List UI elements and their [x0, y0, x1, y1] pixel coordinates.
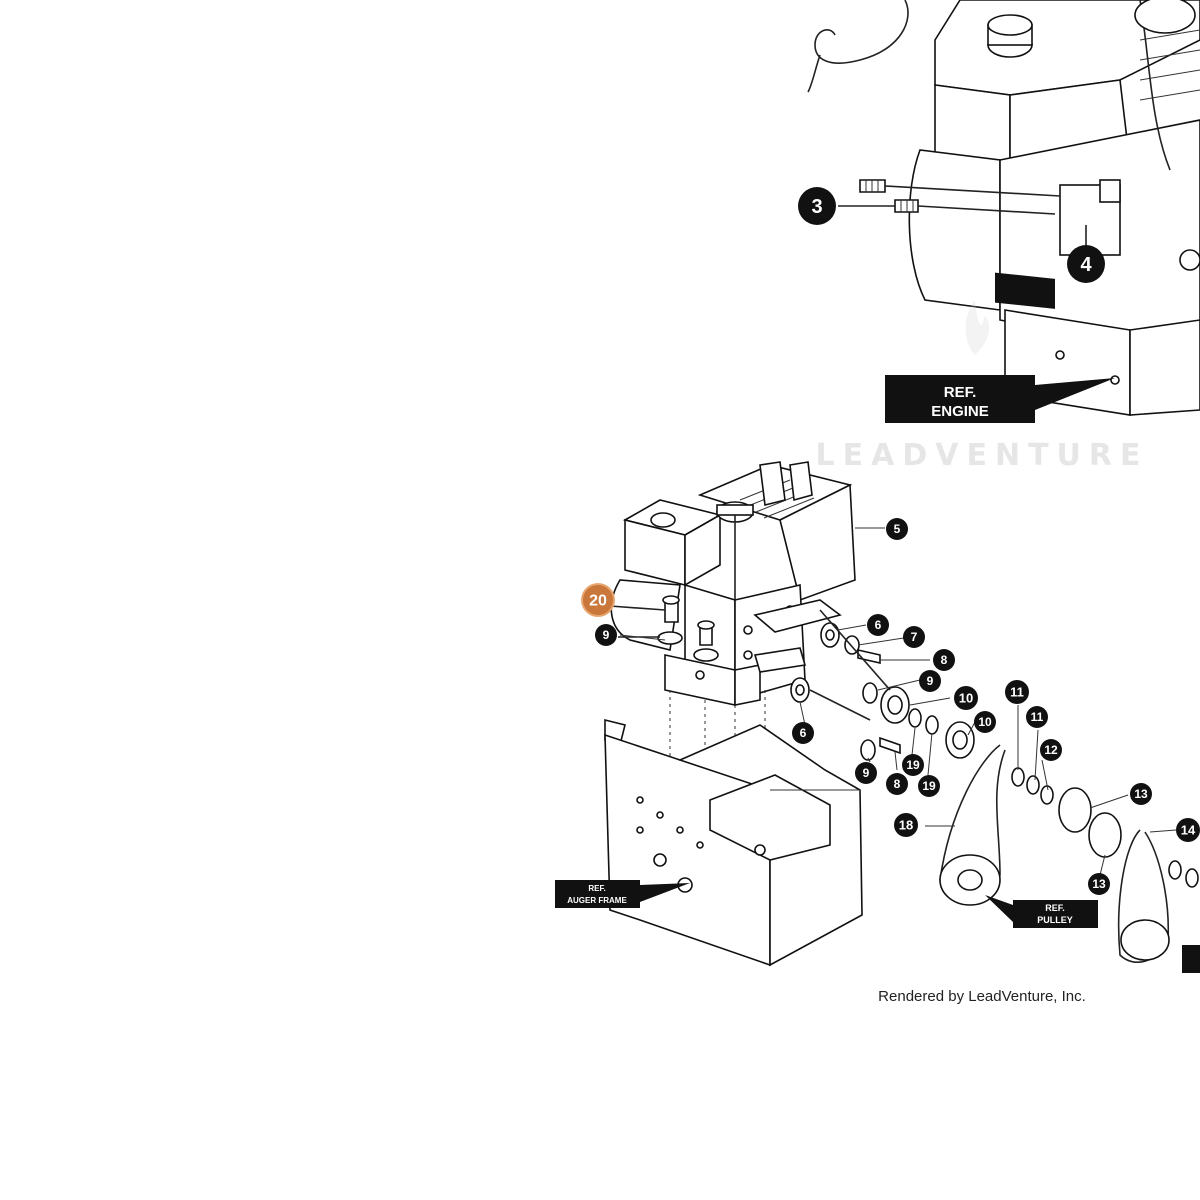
callout-bubble — [886, 518, 908, 540]
ref-engine-line1: REF. — [944, 384, 977, 401]
callout-10[interactable]: 10 — [974, 711, 996, 733]
callout-11[interactable]: 11 — [1026, 706, 1048, 728]
callout-12[interactable]: 12 — [1040, 739, 1062, 761]
rendered-credit-text: Rendered by LeadVenture, Inc. — [878, 988, 1086, 1005]
callout-label: 18 — [899, 818, 913, 833]
callout-bubble — [918, 775, 940, 797]
callout-label: 10 — [978, 715, 992, 729]
callout-9[interactable]: 9 — [855, 762, 877, 784]
callout-label: 20 — [589, 593, 607, 610]
callout-bubble — [974, 711, 996, 733]
callout-19[interactable]: 19 — [902, 754, 924, 776]
callout-bubble — [894, 813, 918, 837]
hardware-illustration — [619, 527, 1200, 973]
callout-bubble — [933, 649, 955, 671]
ref-engine-line2: ENGINE — [931, 403, 989, 420]
callout-label: 9 — [603, 628, 610, 642]
callout-bubble — [1040, 739, 1062, 761]
ref-auger-frame-label: REF. AUGER FRAME — [555, 880, 690, 908]
callout-label: 12 — [1044, 743, 1058, 757]
callout-11[interactable]: 11 — [1005, 680, 1029, 704]
watermark-text: LEADVENTURE — [816, 438, 1149, 473]
ref-engine-label: REF. ENGINE — [885, 375, 1115, 423]
callout-label: 19 — [906, 758, 920, 772]
callout-label: 13 — [1092, 877, 1106, 891]
callout-bubble — [954, 686, 978, 710]
callout-4[interactable]: 4 — [1067, 245, 1105, 283]
callout-label: 11 — [1010, 685, 1024, 700]
callout-10[interactable]: 10 — [954, 686, 978, 710]
ref-pulley-label: REF. PULLEY — [985, 895, 1098, 928]
callout-bubble — [1005, 680, 1029, 704]
callout-7[interactable]: 7 — [903, 626, 925, 648]
callout-label: 3 — [811, 196, 822, 218]
callout-label: 10 — [959, 691, 973, 706]
callout-bubble — [1130, 783, 1152, 805]
callout-13[interactable]: 13 — [1130, 783, 1152, 805]
callout-label: 9 — [863, 766, 870, 780]
ref-pulley-line1: REF. — [1045, 903, 1065, 913]
callout-label: 9 — [927, 674, 934, 688]
callout-bubble — [886, 773, 908, 795]
callout-bubble — [1088, 873, 1110, 895]
callout-label: 8 — [894, 777, 901, 791]
callout-label: 8 — [941, 653, 948, 667]
callout-label: 7 — [911, 630, 918, 644]
callout-label: 5 — [894, 522, 901, 536]
callout-bubble — [583, 585, 613, 615]
callout-19[interactable]: 19 — [918, 775, 940, 797]
callout-bubble — [867, 614, 889, 636]
callout-18[interactable]: 18 — [894, 813, 918, 837]
engine-upper-illustration — [807, 0, 1200, 416]
callout-label: 19 — [922, 779, 936, 793]
callout-label: 6 — [875, 618, 882, 632]
callout-bubble — [903, 626, 925, 648]
engine-lower-illustration — [609, 461, 856, 790]
callout-bubble — [902, 754, 924, 776]
callout-5[interactable]: 5 — [886, 518, 908, 540]
callout-9[interactable]: 9 — [595, 624, 617, 646]
callout-label: 14 — [1181, 823, 1196, 838]
callout-bubble — [798, 187, 836, 225]
callout-bubble — [595, 624, 617, 646]
callout-label: 13 — [1134, 787, 1148, 801]
auger-frame-illustration — [604, 718, 863, 967]
callout-6[interactable]: 6 — [792, 722, 814, 744]
ref-pulley-line2: PULLEY — [1037, 915, 1073, 925]
ref-auger-line1: REF. — [588, 884, 605, 893]
callout-14[interactable]: 14 — [1176, 818, 1200, 842]
callout-bubble — [792, 722, 814, 744]
callout-bubble — [1067, 245, 1105, 283]
callout-label: 4 — [1080, 254, 1092, 276]
callout-bubble — [919, 670, 941, 692]
callout-13[interactable]: 13 — [1088, 873, 1110, 895]
callout-3[interactable]: 3 — [798, 187, 836, 225]
callout-bubble — [855, 762, 877, 784]
callout-label: 6 — [800, 726, 807, 740]
callout-bubble — [1026, 706, 1048, 728]
callout-label: 11 — [1031, 710, 1044, 724]
watermark-flame-icon — [965, 300, 990, 355]
callout-6[interactable]: 6 — [867, 614, 889, 636]
callout-20[interactable]: 20 — [581, 583, 615, 617]
callout-8[interactable]: 8 — [886, 773, 908, 795]
callout-9[interactable]: 9 — [919, 670, 941, 692]
callout-8[interactable]: 8 — [933, 649, 955, 671]
ref-auger-line2: AUGER FRAME — [567, 896, 627, 905]
callout-bubble — [1176, 818, 1200, 842]
